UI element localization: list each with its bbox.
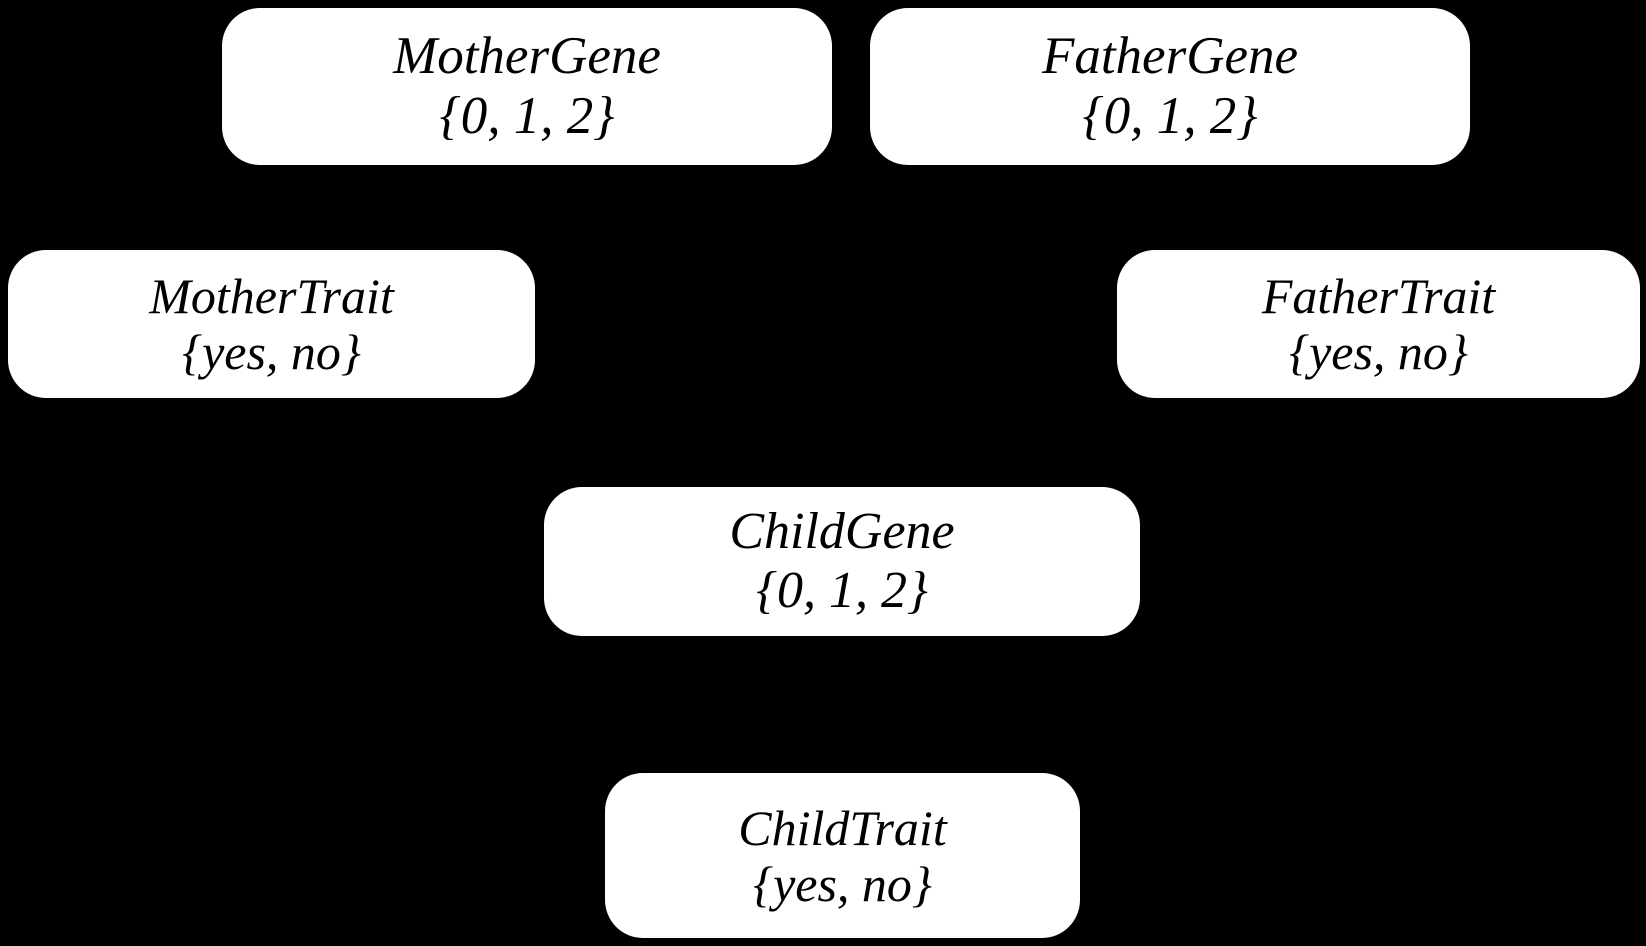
- node-father-gene-label: FatherGene: [1041, 27, 1299, 86]
- node-child-trait-domain: {yes, no}: [753, 855, 932, 912]
- node-father-gene[interactable]: FatherGene {0, 1, 2}: [870, 8, 1470, 165]
- node-mother-trait[interactable]: MotherTrait {yes, no}: [8, 250, 535, 398]
- node-father-trait[interactable]: FatherTrait {yes, no}: [1117, 250, 1640, 398]
- node-mother-gene-domain: {0, 1, 2}: [439, 86, 615, 145]
- node-child-gene[interactable]: ChildGene {0, 1, 2}: [544, 487, 1140, 636]
- node-father-trait-domain: {yes, no}: [1289, 324, 1468, 380]
- node-father-trait-label: FatherTrait: [1261, 268, 1496, 324]
- node-mother-gene[interactable]: MotherGene {0, 1, 2}: [222, 8, 832, 165]
- node-mother-gene-label: MotherGene: [393, 27, 661, 86]
- node-mother-trait-label: MotherTrait: [149, 268, 394, 324]
- node-child-gene-label: ChildGene: [729, 503, 955, 561]
- node-child-trait[interactable]: ChildTrait {yes, no}: [605, 773, 1080, 938]
- node-child-trait-label: ChildTrait: [738, 799, 947, 856]
- node-child-gene-domain: {0, 1, 2}: [756, 561, 928, 619]
- node-mother-trait-domain: {yes, no}: [182, 324, 361, 380]
- node-father-gene-domain: {0, 1, 2}: [1082, 86, 1258, 145]
